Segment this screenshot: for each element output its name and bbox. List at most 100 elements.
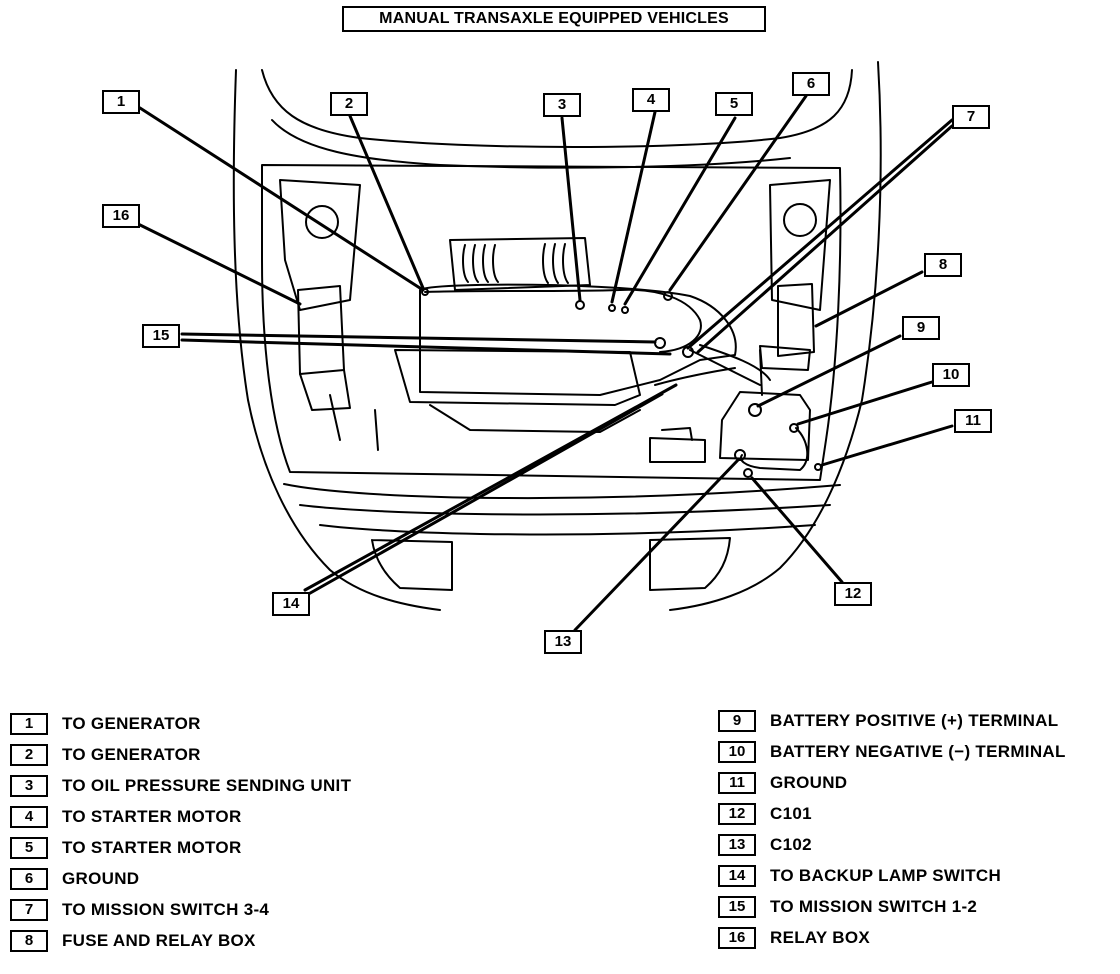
connector-4 (608, 304, 616, 312)
connector-3 (575, 300, 585, 310)
intake-runner-1 (462, 244, 499, 283)
bumper-left-recess (371, 539, 453, 591)
callout-14: 14 (272, 592, 310, 616)
callout-11: 11 (954, 409, 992, 433)
legend-label: RELAY BOX (770, 928, 871, 947)
grille-line-2 (319, 524, 816, 536)
legend-number: 14 (718, 865, 756, 887)
legend-number: 5 (10, 837, 48, 859)
engine-top (449, 237, 591, 291)
legend-number: 9 (718, 710, 756, 732)
transaxle (429, 404, 641, 433)
hood-top-arc (261, 69, 853, 148)
relay-box-left-base (299, 369, 351, 411)
callout-13: 13 (544, 630, 582, 654)
fuse-relay-box-base (759, 345, 811, 371)
leader-4 (610, 110, 657, 304)
leader-9 (756, 334, 902, 408)
legend-item-8: 8 FUSE AND RELAY BOX (10, 929, 256, 953)
legend-item-5: 5 TO STARTER MOTOR (10, 836, 242, 860)
legend-label: TO OIL PRESSURE SENDING UNIT (62, 776, 352, 795)
diagram-title: MANUAL TRANSAXLE EQUIPPED VEHICLES (342, 6, 766, 32)
leader-2 (348, 114, 425, 290)
legend-label: TO MISSION SWITCH 3-4 (62, 900, 270, 919)
bumper-right-recess (649, 537, 731, 591)
legend-item-10: 10 BATTERY NEGATIVE (−) TERMINAL (718, 740, 1066, 764)
legend-number: 15 (718, 896, 756, 918)
leader-5 (623, 116, 737, 306)
legend-number: 4 (10, 806, 48, 828)
connector-11 (814, 463, 822, 471)
legend-item-16: 16 RELAY BOX (718, 926, 870, 950)
connector-15 (654, 337, 666, 349)
battery-tray (649, 437, 706, 463)
legend-number: 3 (10, 775, 48, 797)
connector-12 (743, 468, 753, 478)
wire-harness-lower (654, 367, 736, 386)
callout-8: 8 (924, 253, 962, 277)
legend-label: C101 (770, 804, 812, 823)
leader-1 (138, 106, 425, 292)
legend-number: 7 (10, 899, 48, 921)
legend-number: 8 (10, 930, 48, 952)
legend-number: 6 (10, 868, 48, 890)
legend-label: TO STARTER MOTOR (62, 838, 242, 857)
leader-15a (180, 332, 657, 344)
body-outline-left (232, 69, 441, 611)
connector-6 (663, 291, 673, 301)
legend-item-3: 3 TO OIL PRESSURE SENDING UNIT (10, 774, 351, 798)
connector-1 (421, 288, 429, 296)
leader-13 (573, 458, 740, 632)
callout-6: 6 (792, 72, 830, 96)
connector-5 (621, 306, 629, 314)
leader-6 (668, 94, 808, 292)
engine-body (419, 283, 737, 396)
legend-item-7: 7 TO MISSION SWITCH 3-4 (10, 898, 269, 922)
leader-14a (303, 392, 664, 598)
legend-label: TO GENERATOR (62, 745, 201, 764)
leader-11 (820, 424, 954, 467)
legend-number: 16 (718, 927, 756, 949)
legend-item-14: 14 TO BACKUP LAMP SWITCH (718, 864, 1001, 888)
battery (719, 391, 811, 461)
connector-9 (748, 403, 762, 417)
legend-number: 2 (10, 744, 48, 766)
legend-label: GROUND (770, 773, 848, 792)
battery-cable (740, 427, 809, 471)
callout-5: 5 (715, 92, 753, 116)
legend-number: 11 (718, 772, 756, 794)
leader-3 (560, 116, 582, 302)
fuse-relay-box (777, 283, 815, 357)
leader-10 (796, 380, 934, 426)
callout-1: 1 (102, 90, 140, 114)
legend-item-2: 2 TO GENERATOR (10, 743, 201, 767)
legend-item-4: 4 TO STARTER MOTOR (10, 805, 242, 829)
leader-7a (686, 118, 954, 350)
callout-9: 9 (902, 316, 940, 340)
leader-8 (814, 270, 924, 328)
wire-to-fuse-box (759, 349, 763, 396)
intake-runner-2 (542, 243, 569, 284)
legend-label: C102 (770, 835, 812, 854)
legend-item-11: 11 GROUND (718, 771, 847, 795)
legend-label: TO BACKUP LAMP SWITCH (770, 866, 1002, 885)
callout-4: 4 (632, 88, 670, 112)
legend-label: TO STARTER MOTOR (62, 807, 242, 826)
legend-label: BATTERY NEGATIVE (−) TERMINAL (770, 742, 1066, 761)
callout-16: 16 (102, 204, 140, 228)
legend-label: FUSE AND RELAY BOX (62, 931, 256, 950)
connector-10 (789, 423, 799, 433)
callout-15: 15 (142, 324, 180, 348)
leader-14b (303, 383, 678, 592)
fluid-reservoir (661, 427, 693, 441)
frame-rail-left (329, 394, 379, 451)
callout-3: 3 (543, 93, 581, 117)
callout-10: 10 (932, 363, 970, 387)
legend-number: 10 (718, 741, 756, 763)
wire-harness-down (689, 344, 771, 386)
